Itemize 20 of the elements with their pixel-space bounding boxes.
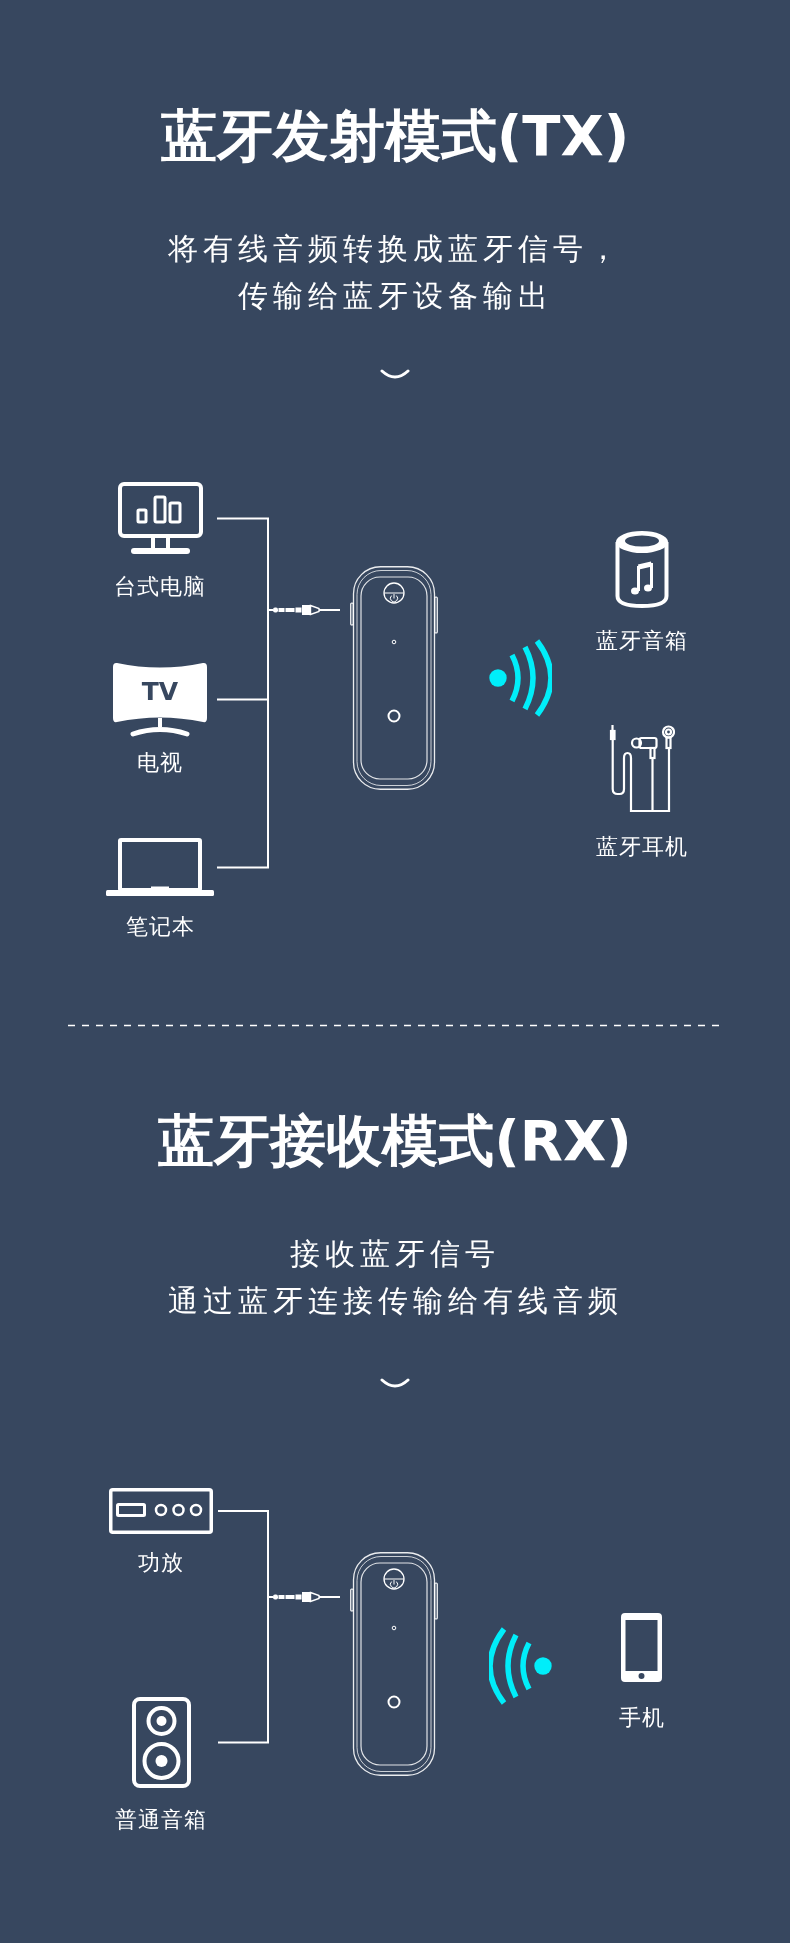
device-label: 手机 <box>618 1704 665 1732</box>
section-subtitle: 接收蓝牙信号 <box>290 1235 500 1273</box>
section-subtitle: 通过蓝牙连接传输给有线音频 <box>167 1282 623 1320</box>
connector-line <box>216 609 274 869</box>
device-label: 功放 <box>138 1549 184 1577</box>
connector-line <box>217 1596 274 1744</box>
audio-jack-plug <box>273 604 340 616</box>
bluetooth-adapter-drawing <box>350 1552 438 1776</box>
tv-screen-label: TV <box>141 677 179 707</box>
section-title: 蓝牙发射模式(TX) <box>160 104 630 168</box>
section-title: 蓝牙接收模式(RX) <box>158 1109 632 1173</box>
device-label: 笔记本 <box>125 913 195 941</box>
section-subtitle: 将有线音频转换成蓝牙信号，传输给蓝牙设备输出 <box>166 230 624 315</box>
device-label: 电视 <box>137 749 183 777</box>
bluetooth-adapter-drawing <box>350 566 438 790</box>
device-label: 台式电脑 <box>114 573 206 601</box>
device-label: 普通音箱 <box>115 1806 207 1834</box>
device-label: 蓝牙耳机 <box>595 833 688 861</box>
device-label: 蓝牙音箱 <box>595 627 688 655</box>
audio-jack-plug <box>273 1591 340 1603</box>
